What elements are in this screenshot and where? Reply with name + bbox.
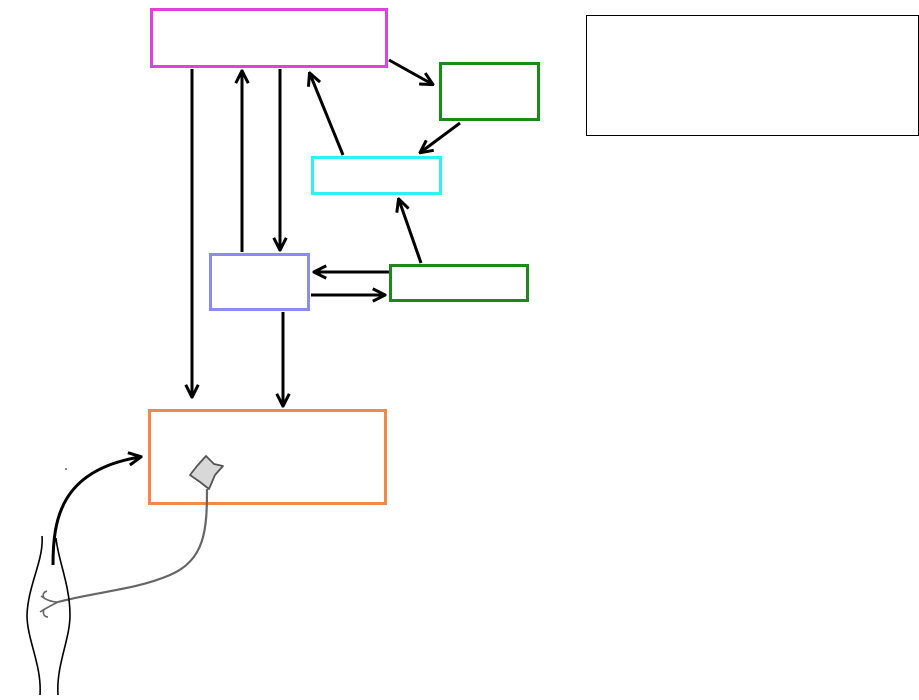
axon-line [57,488,209,604]
neuron-star-icon [189,455,224,490]
arrow-green-top-to-cyan [421,121,461,152]
box-blue [209,253,310,311]
box-green-top [439,62,540,121]
arrow-green-mid-to-cyan [399,200,423,264]
box-magenta [150,8,388,68]
arrow-cyan-to-magenta [310,74,345,156]
legend-panel [586,15,919,136]
box-green-middle [389,264,529,302]
muscle-spindle-icon [26,535,71,696]
arrow-magenta-to-green-top [388,58,432,84]
nerve-ending-icon [39,590,59,618]
box-orange [148,409,387,505]
afferent-dot [65,468,67,470]
box-cyan [311,156,442,195]
arrow-afferent-to-orange [51,457,140,566]
